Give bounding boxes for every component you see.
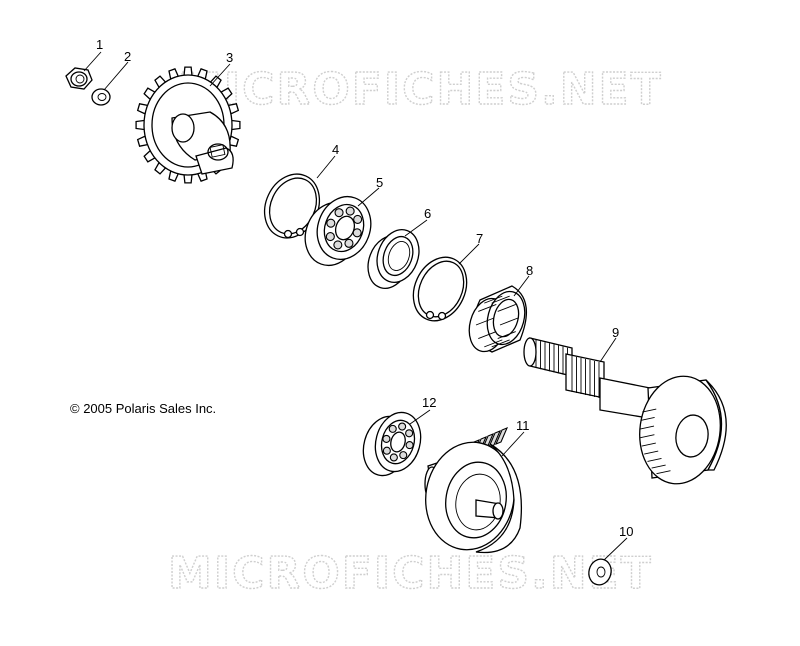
callout-10: 10: [619, 524, 633, 539]
part-12-ball-bearing-icon[interactable]: [357, 407, 427, 480]
part-1-flange-nut-icon[interactable]: [65, 67, 93, 90]
callout-6: 6: [424, 206, 431, 221]
part-2-washer-icon[interactable]: [91, 88, 111, 106]
part-3-sprocket-icon[interactable]: [135, 66, 241, 184]
watermark-bottom: MICROFICHES.NET: [168, 548, 653, 599]
part-9-gear-shaft-icon[interactable]: [523, 337, 727, 489]
callout-8: 8: [526, 263, 533, 278]
part-5-ball-bearing-icon[interactable]: [297, 189, 380, 273]
leader-lines: [83, 51, 628, 561]
callout-9: 9: [612, 325, 619, 340]
part-11-gear-icon[interactable]: [417, 426, 523, 557]
callout-3: 3: [226, 50, 233, 65]
callout-1: 1: [96, 37, 103, 52]
part-6-seal-icon[interactable]: [361, 224, 426, 294]
copyright-text: © 2005 Polaris Sales Inc.: [70, 401, 217, 416]
callout-4: 4: [332, 142, 339, 157]
part-8-needle-bearing-icon[interactable]: [464, 285, 531, 356]
part-7-snap-ring-icon[interactable]: [403, 249, 476, 330]
callout-2: 2: [124, 49, 131, 64]
watermark-top: MICROFICHES.NET: [178, 64, 663, 115]
part-10-washer-icon[interactable]: [586, 557, 614, 588]
callout-7: 7: [476, 231, 483, 246]
callout-5: 5: [376, 175, 383, 190]
callout-12: 12: [422, 395, 436, 410]
callout-11: 11: [516, 418, 530, 433]
